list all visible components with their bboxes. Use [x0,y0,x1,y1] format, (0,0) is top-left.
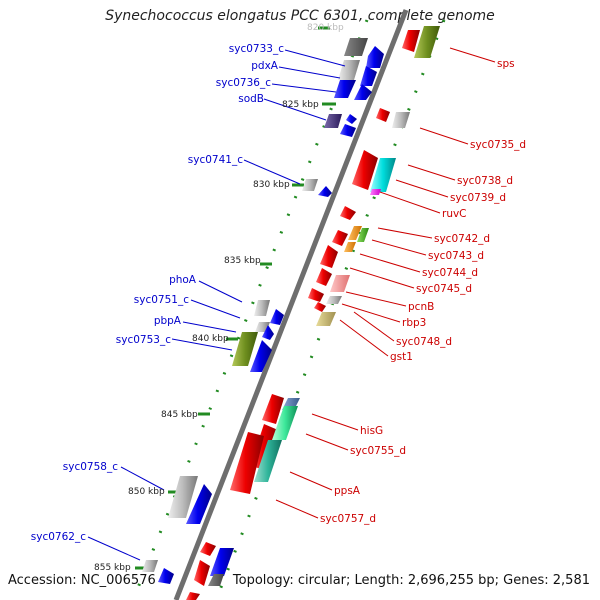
gene-syc0762-plus-arrow [200,542,216,556]
gene-syc0736-arrow [354,84,372,100]
gene-syc0762-plus-gray [208,574,224,586]
gene-ruvC-arrow [340,206,356,220]
gene-rbp3-arrow [314,302,326,312]
scale-label: 840 kbp [192,334,229,344]
gene-label: syc0748_d [396,336,452,348]
gene-syc0753-body [232,332,258,366]
gene-syc0762-plus-body [210,548,234,576]
gene-syc0758-arrow [186,484,212,524]
scale-label: 850 kbp [128,487,165,497]
right-gene-labels: sps syc0735_d syc0738_d syc0739_d ruvC s… [320,58,526,525]
gene-label: syc0758_c [63,461,118,473]
gene-label: syc0741_c [188,154,243,166]
gene-label: syc0751_c [134,294,189,306]
right-leader-lines [275,47,496,519]
gene-label: syc0743_d [428,250,484,262]
gene-label: syc0735_d [470,139,526,151]
gene-sps-body [414,26,440,58]
gene-label: sodB [238,93,264,105]
gene-syc0733-body [344,38,368,56]
gene-label: ruvC [442,208,467,220]
plus-strand-genes [186,26,440,600]
gene-label: syc0762_c [31,531,86,543]
gene-syc0733-arrow [366,46,384,68]
gene-syc0741-body [302,179,318,191]
accession-text: Accession: NC_006576 [8,573,156,588]
gene-sodB-arrow [346,114,357,124]
page-title: Synechococcus elongatus PCC 6301, comple… [105,8,495,24]
gene-label: syc0736_c [216,77,271,89]
genome-backbone [173,9,409,600]
gene-syc0735-arrow [376,108,390,122]
gene-syc0742-arrow [332,230,348,246]
gene-syc0753-arrow [250,340,272,372]
gene-ppsA-arrow [230,432,264,494]
gene-label: sps [497,58,515,70]
gene-syc0736-body [334,80,356,98]
left-leader-lines [87,49,346,561]
gene-label: syc0753_c [116,334,171,346]
scale-label: 835 kbp [224,256,261,266]
gene-label: rbp3 [402,317,426,329]
gene-syc0758-body [168,476,198,518]
gene-label: hisG [360,425,383,437]
gene-syc0743-body [357,228,369,242]
gene-label: pdxA [251,60,279,72]
gene-label: syc0745_d [416,283,472,295]
gene-label: syc0755_d [350,445,406,457]
gene-syc0742-body [348,226,362,240]
gene-sodB-body [324,114,342,128]
gene-label: syc0738_d [457,175,513,187]
gene-pcnB-arrow [308,288,324,302]
gene-syc0739-body [370,189,381,195]
scale-labels: 820 kbp 825 kbp 830 kbp 835 kbp 840 kbp … [94,23,344,573]
left-gene-labels: syc0733_c pdxA syc0736_c sodB syc0741_c … [31,43,284,543]
gene-bottom-red2 [186,592,200,600]
gene-gst1-body [316,312,336,326]
gene-syc0755-body [272,406,298,440]
gene-syc0745-body [330,275,350,292]
gene-label: gst1 [390,351,413,363]
gene-phoA-body [254,300,270,316]
gene-syc0741-arrow [318,186,332,197]
gene-label: syc0733_c [229,43,284,55]
scale-label: 855 kbp [94,563,131,573]
gene-pbpA-arrow [262,325,274,340]
gene-pcnB-body [326,296,342,304]
gene-syc0735-body [392,112,410,128]
gene-syc0744-body [344,242,356,252]
gene-ppsA-body [254,440,282,482]
gene-pdxA-arrow [360,66,377,86]
gene-syc0738-arrow [352,150,378,190]
gene-label: syc0744_d [422,267,478,279]
minus-strand-genes [142,38,384,584]
gene-syc0762-body [142,560,158,572]
scale-label: 830 kbp [253,180,290,190]
gene-sps-arrow [402,30,420,52]
gene-hisG-arrow [262,394,284,424]
gene-label: pbpA [154,315,182,327]
gene-label: pcnB [408,301,434,313]
gene-label: syc0742_d [434,233,490,245]
gene-pdxA-body [338,60,360,80]
scale-label: 845 kbp [161,410,198,420]
gene-syc0744-arrow [320,245,338,268]
gene-bottom-red [194,560,210,586]
gene-syc0762-arrow [158,568,174,584]
gene-label: phoA [169,274,197,286]
gene-syc0738-body [370,158,396,192]
gene-label: ppsA [334,485,361,497]
gene-label: syc0757_d [320,513,376,525]
scale-label: 825 kbp [282,100,319,110]
gene-phoA-arrow [270,309,284,325]
topology-text: Topology: circular; Length: 2,696,255 bp… [232,573,590,588]
gene-syc0745-arrow [316,268,332,286]
gene-sodB-arrow2 [340,124,356,137]
scale-label: 820 kbp [307,23,344,33]
gene-label: syc0739_d [450,192,506,204]
